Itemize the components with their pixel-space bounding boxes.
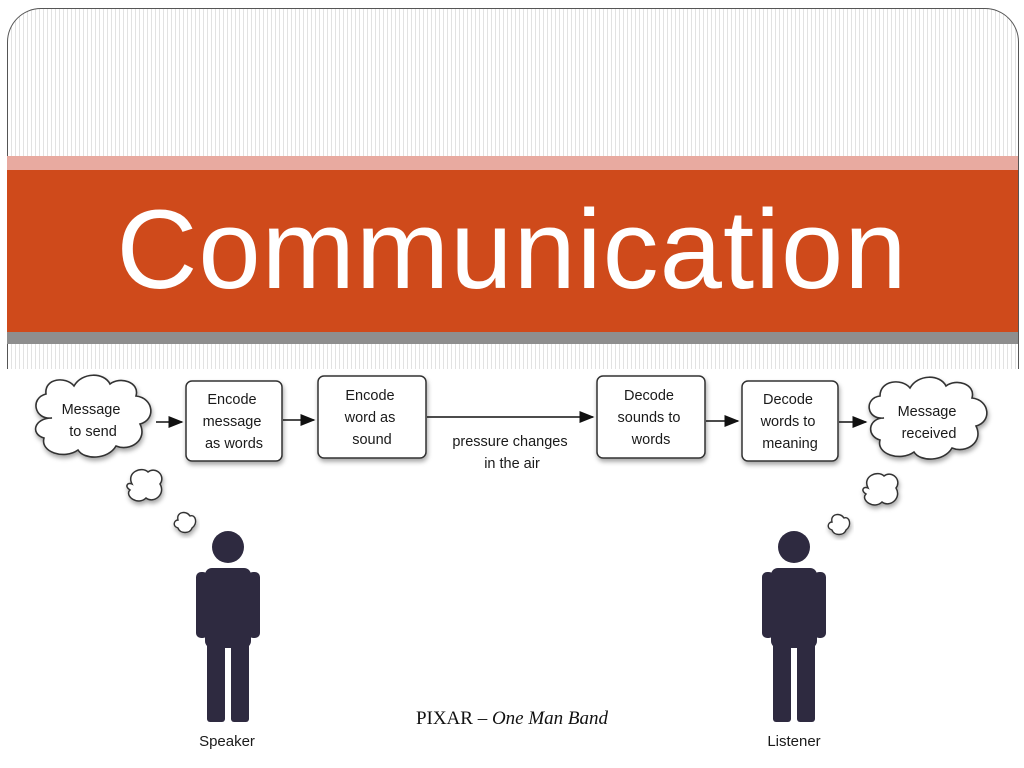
title-band xyxy=(7,170,1018,332)
start-cloud-line-1: Message xyxy=(62,402,121,418)
step-decode-sounds: Decode sounds to words xyxy=(596,375,706,459)
channel-label: pressure changes in the air xyxy=(452,434,571,472)
svg-text:Message received: Message received xyxy=(898,404,961,442)
listener-person-icon xyxy=(762,531,826,722)
caption-film-title: One Man Band xyxy=(491,708,609,729)
step-encode-sound: Encode word as sound xyxy=(317,375,427,459)
caption-dash: – xyxy=(477,708,488,729)
caption-brand: PIXAR xyxy=(415,708,473,729)
end-cloud-line-1: Message xyxy=(898,404,957,420)
message-to-send-cloud: Message to send xyxy=(34,374,152,458)
listener-thought-bubble-small xyxy=(827,513,851,536)
title-underline-band xyxy=(7,332,1018,344)
svg-text:Decode sounds to w: Decode sounds to words xyxy=(618,388,685,448)
speaker-thought-bubble-large xyxy=(126,468,163,502)
svg-text:Message to send: Message to send xyxy=(62,402,125,440)
step-decode-words: Decode words to meaning xyxy=(741,380,839,462)
page-title: Communication xyxy=(116,187,908,312)
communication-diagram: Message to send Encode message as words … xyxy=(34,374,988,750)
step-encode-message: Encode message as words xyxy=(185,380,283,462)
speaker-person-icon xyxy=(196,531,260,722)
slide-caption: PIXAR – One Man Band xyxy=(0,708,1024,730)
message-received-cloud: Message received xyxy=(868,376,988,460)
start-cloud-line-2: to send xyxy=(69,424,117,440)
svg-text:Decode words to me: Decode words to meaning xyxy=(760,392,820,452)
speaker-label: Speaker xyxy=(199,733,255,750)
title-accent-band xyxy=(7,156,1018,170)
svg-text:Encode message as: Encode message as words xyxy=(203,392,266,452)
end-cloud-line-2: received xyxy=(902,426,957,442)
listener-thought-bubble-large xyxy=(862,472,899,506)
svg-text:Encode word as sou: Encode word as sound xyxy=(344,388,400,448)
listener-label: Listener xyxy=(767,733,820,750)
speaker-thought-bubble-small xyxy=(173,511,197,534)
